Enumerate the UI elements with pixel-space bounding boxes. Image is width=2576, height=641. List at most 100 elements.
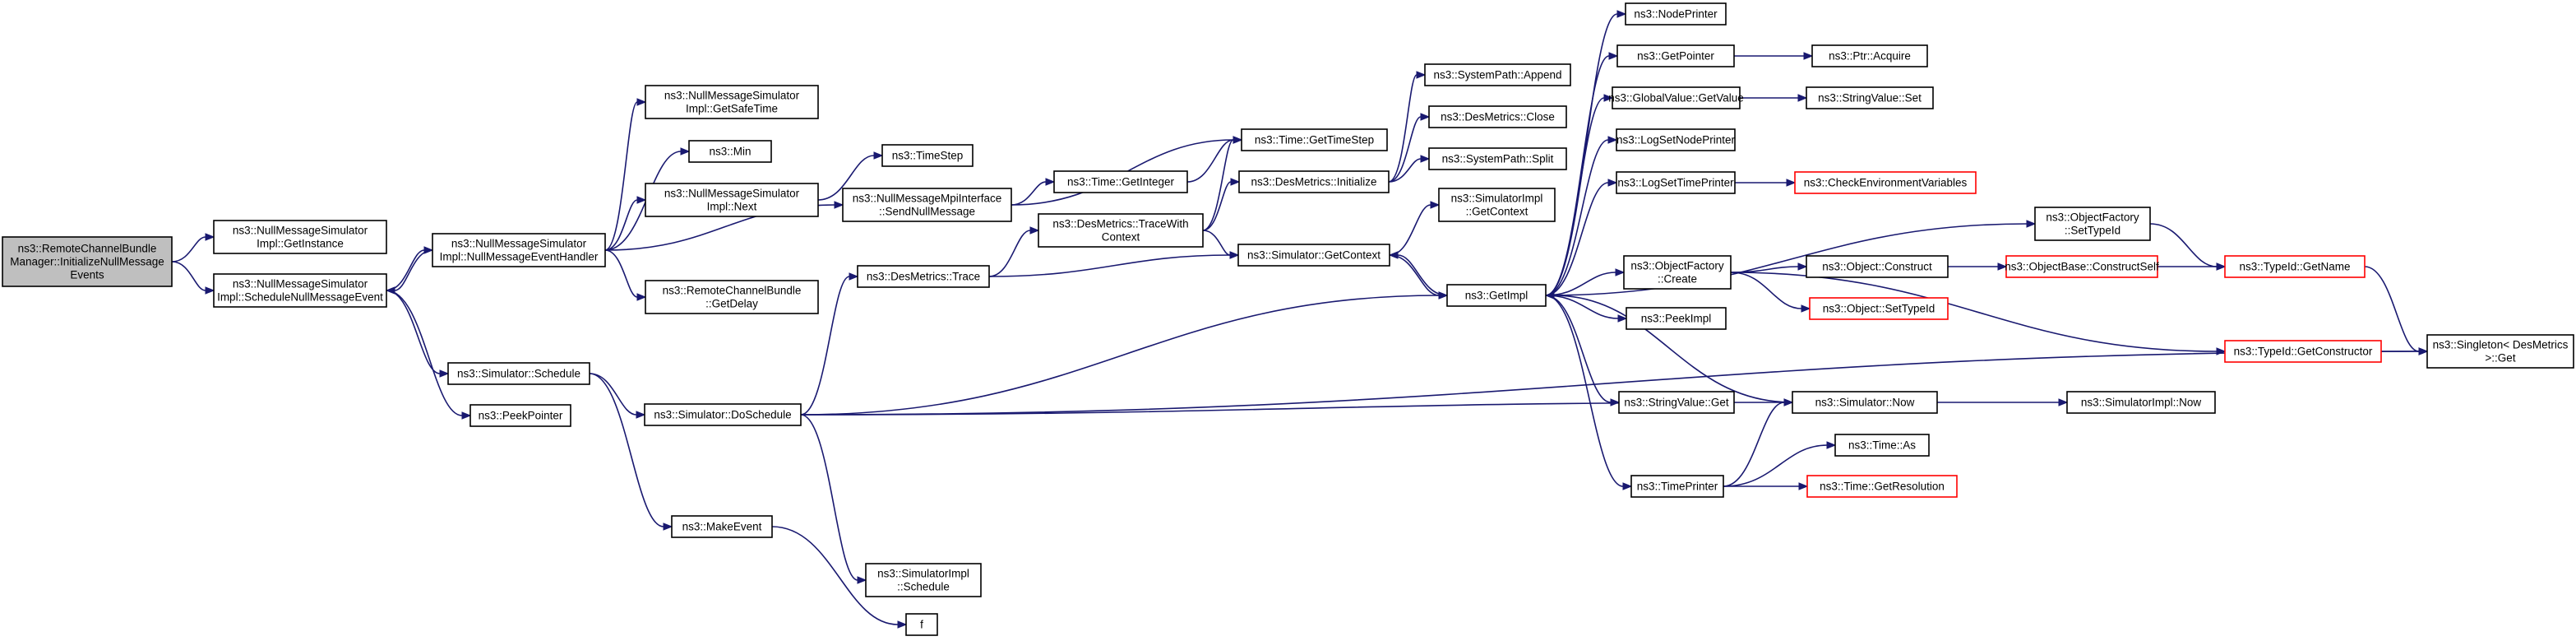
graph-node-n46[interactable]: ns3::ObjectBase::ConstructSelf	[2005, 255, 2159, 278]
call-edge	[771, 526, 908, 629]
arrowhead-icon	[1797, 262, 1808, 271]
graph-node-n21[interactable]: ns3::Simulator::GetContext	[1237, 244, 1390, 267]
graph-node-n48[interactable]: ns3::TypeId::GetConstructor	[2224, 340, 2382, 363]
graph-node-n12[interactable]: ns3::Simulator::DoSchedule	[644, 403, 802, 426]
graph-node-n38[interactable]: ns3::StringValue::Set	[1806, 86, 1934, 109]
node-box	[865, 563, 982, 597]
call-edges	[171, 10, 2429, 629]
graph-node-n44[interactable]: ns3::Time::GetResolution	[1806, 475, 1958, 498]
node-label: ns3::GetImpl	[1465, 290, 1528, 302]
graph-node-n41[interactable]: ns3::Object::SetTypeId	[1809, 297, 1949, 320]
graph-node-n14[interactable]: ns3::TimeStep	[881, 144, 974, 167]
node-box	[1038, 213, 1204, 248]
graph-node-n47[interactable]: ns3::TypeId::GetName	[2224, 255, 2366, 278]
graph-node-n23[interactable]: ns3::SystemPath::Append	[1424, 63, 1571, 86]
edge-line	[386, 290, 463, 416]
graph-node-n19[interactable]: ns3::Time::GetInteger	[1053, 170, 1188, 193]
graph-node-n33[interactable]: ns3::ObjectFactory::Create	[1623, 255, 1732, 290]
graph-node-n39[interactable]: ns3::CheckEnvironmentVariables	[1794, 171, 1977, 194]
graph-node-n36[interactable]: ns3::TimePrinter	[1630, 475, 1724, 498]
edge-line	[1545, 272, 1616, 296]
node-box	[1625, 2, 1727, 26]
edge-line	[2364, 266, 2420, 352]
edge-line	[394, 249, 433, 291]
call-edge	[988, 251, 1240, 277]
graph-node-n24[interactable]: ns3::DesMetrics::Close	[1428, 105, 1567, 128]
node-label: ns3::NullMessageSimulator	[233, 225, 368, 237]
node-label: ::GetContext	[1466, 206, 1528, 218]
graph-node-n11[interactable]: ns3::RemoteChannelBundle::GetDelay	[645, 280, 819, 314]
node-box	[881, 144, 974, 167]
graph-node-n3[interactable]: ns3::NullMessageSimulatorImpl::ScheduleN…	[213, 273, 387, 308]
graph-node-n35[interactable]: ns3::StringValue::Get	[1618, 391, 1735, 414]
graph-node-n13[interactable]: ns3::MakeEvent	[671, 515, 773, 538]
arrowhead-icon	[1607, 136, 1618, 144]
call-edge	[1937, 398, 2069, 406]
call-edge	[386, 246, 434, 291]
node-label: ns3::DesMetrics::Initialize	[1251, 176, 1376, 188]
graph-node-n7[interactable]: ns3::NullMessageSimulatorImpl::GetSafeTi…	[645, 85, 819, 119]
node-box	[1424, 63, 1571, 86]
arrowhead-icon	[857, 576, 867, 584]
node-label: ns3::DesMetrics::TraceWith	[1052, 218, 1188, 230]
edge-line	[1730, 272, 2218, 352]
graph-node-n50[interactable]: ns3::Singleton< DesMetrics >::Get	[2426, 334, 2574, 369]
graph-node-n25[interactable]: ns3::SystemPath::Split	[1428, 147, 1567, 170]
graph-node-n17[interactable]: f	[905, 613, 938, 636]
call-edge	[1545, 136, 1618, 296]
graph-node-n27[interactable]: ns3::GetImpl	[1446, 284, 1547, 307]
node-label: ns3::SimulatorImpl::Now	[2081, 397, 2202, 409]
graph-node-n18[interactable]: ns3::Time::GetTimeStep	[1241, 128, 1388, 151]
graph-node-n16[interactable]: ns3::SimulatorImpl::Schedule	[865, 563, 982, 597]
graph-node-n31[interactable]: ns3::LogSetNodePrinter	[1616, 128, 1736, 151]
graph-node-n5[interactable]: ns3::Simulator::Schedule	[447, 362, 590, 385]
call-edge	[988, 226, 1040, 277]
graph-node-n30[interactable]: ns3::GlobalValue::GetValue	[1608, 86, 1744, 109]
edge-line	[988, 230, 1031, 277]
graph-node-n32[interactable]: ns3::LogSetTimePrinter	[1616, 171, 1736, 194]
node-box	[2066, 391, 2216, 414]
node-label: ns3::NullMessageSimulator	[451, 238, 587, 250]
graph-node-n42[interactable]: ns3::Simulator::Now	[1792, 391, 1938, 414]
edge-line	[1202, 181, 1232, 231]
graph-node-n26[interactable]: ns3::SimulatorImpl::GetContext	[1438, 188, 1556, 222]
graph-node-n29[interactable]: ns3::GetPointer	[1616, 44, 1735, 67]
graph-node-n6[interactable]: ns3::PeekPointer	[469, 404, 571, 427]
graph-node-n34[interactable]: ns3::PeekImpl	[1626, 307, 1727, 330]
node-box	[2005, 255, 2158, 278]
graph-node-n8[interactable]: ns3::Min	[688, 140, 772, 163]
edge-line	[1730, 272, 1802, 309]
graph-node-n43[interactable]: ns3::Time::As	[1834, 434, 1930, 457]
node-box	[645, 280, 819, 314]
graph-node-n2[interactable]: ns3::NullMessageSimulatorImpl::GetInstan…	[213, 220, 387, 254]
graph-node-n40[interactable]: ns3::Object::Construct	[1806, 255, 1949, 278]
graph-node-n28[interactable]: ns3::NodePrinter	[1625, 2, 1727, 26]
node-label: ns3::NodePrinter	[1634, 8, 1718, 21]
arrowhead-icon	[873, 151, 884, 160]
node-label: ns3::GetPointer	[1637, 50, 1714, 63]
graph-node-n10[interactable]: ns3::NullMessageMpiInterface::SendNullMe…	[842, 188, 1012, 222]
edge-line	[1388, 74, 1417, 183]
call-edge	[1545, 179, 1618, 296]
graph-node-n37[interactable]: ns3::Ptr::Acquire	[1811, 44, 1928, 67]
edge-line	[800, 295, 1440, 416]
arrowhead-icon	[1045, 178, 1056, 186]
graph-node-n45[interactable]: ns3::ObjectFactory::SetTypeId	[2034, 207, 2151, 241]
call-edge	[386, 290, 472, 420]
graph-node-n4[interactable]: ns3::NullMessageSimulatorImpl::NullMessa…	[432, 233, 606, 267]
graph-node-n49[interactable]: ns3::SimulatorImpl::Now	[2066, 391, 2216, 414]
graph-node-n15[interactable]: ns3::DesMetrics::Trace	[857, 265, 990, 288]
node-label: ns3::Simulator::GetContext	[1247, 249, 1380, 262]
node-label: Context	[1102, 231, 1140, 244]
arrowhead-icon	[1997, 262, 2008, 271]
call-edge	[1388, 251, 1448, 296]
call-edge	[1011, 178, 1056, 206]
node-box	[432, 233, 606, 267]
node-box	[1630, 475, 1724, 498]
edge-line	[1730, 266, 1799, 273]
call-edge	[589, 373, 673, 531]
graph-node-n22[interactable]: ns3::DesMetrics::Initialize	[1238, 170, 1390, 193]
arrowhead-icon	[1388, 251, 1399, 259]
